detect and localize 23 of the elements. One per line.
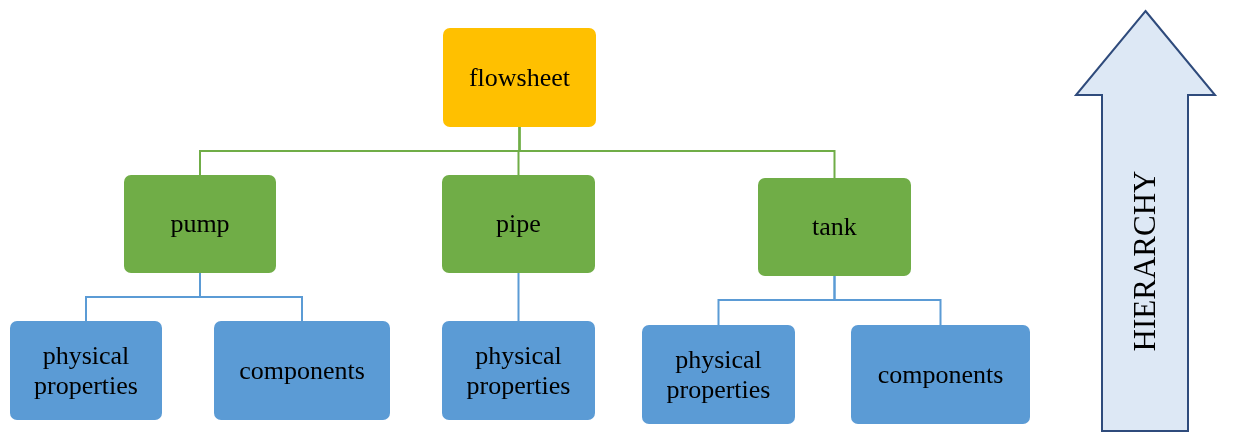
- property-box: [214, 321, 390, 420]
- process-box: [758, 178, 911, 276]
- node-label: tank: [812, 212, 857, 242]
- connector-line: [199, 272, 303, 322]
- root-box: [443, 28, 596, 127]
- property-box: [442, 321, 595, 420]
- property-box: [642, 325, 795, 424]
- connector-line: [517, 272, 520, 322]
- node-label: physical properties: [33, 340, 139, 401]
- node-label: components: [877, 359, 1004, 390]
- connector-line: [518, 126, 836, 179]
- connector-line: [833, 275, 942, 326]
- node-label: pipe: [496, 209, 541, 239]
- node-label: components: [239, 355, 365, 386]
- node-label: pump: [170, 209, 230, 239]
- node-label: physical properties: [465, 340, 572, 401]
- process-box: [124, 175, 276, 273]
- node-label: physical properties: [665, 344, 772, 405]
- axis-label: HIERARCHY: [1127, 170, 1164, 352]
- property-box: [851, 325, 1030, 424]
- property-box: [10, 321, 162, 420]
- node-label: flowsheet: [468, 62, 571, 93]
- process-box: [442, 175, 595, 273]
